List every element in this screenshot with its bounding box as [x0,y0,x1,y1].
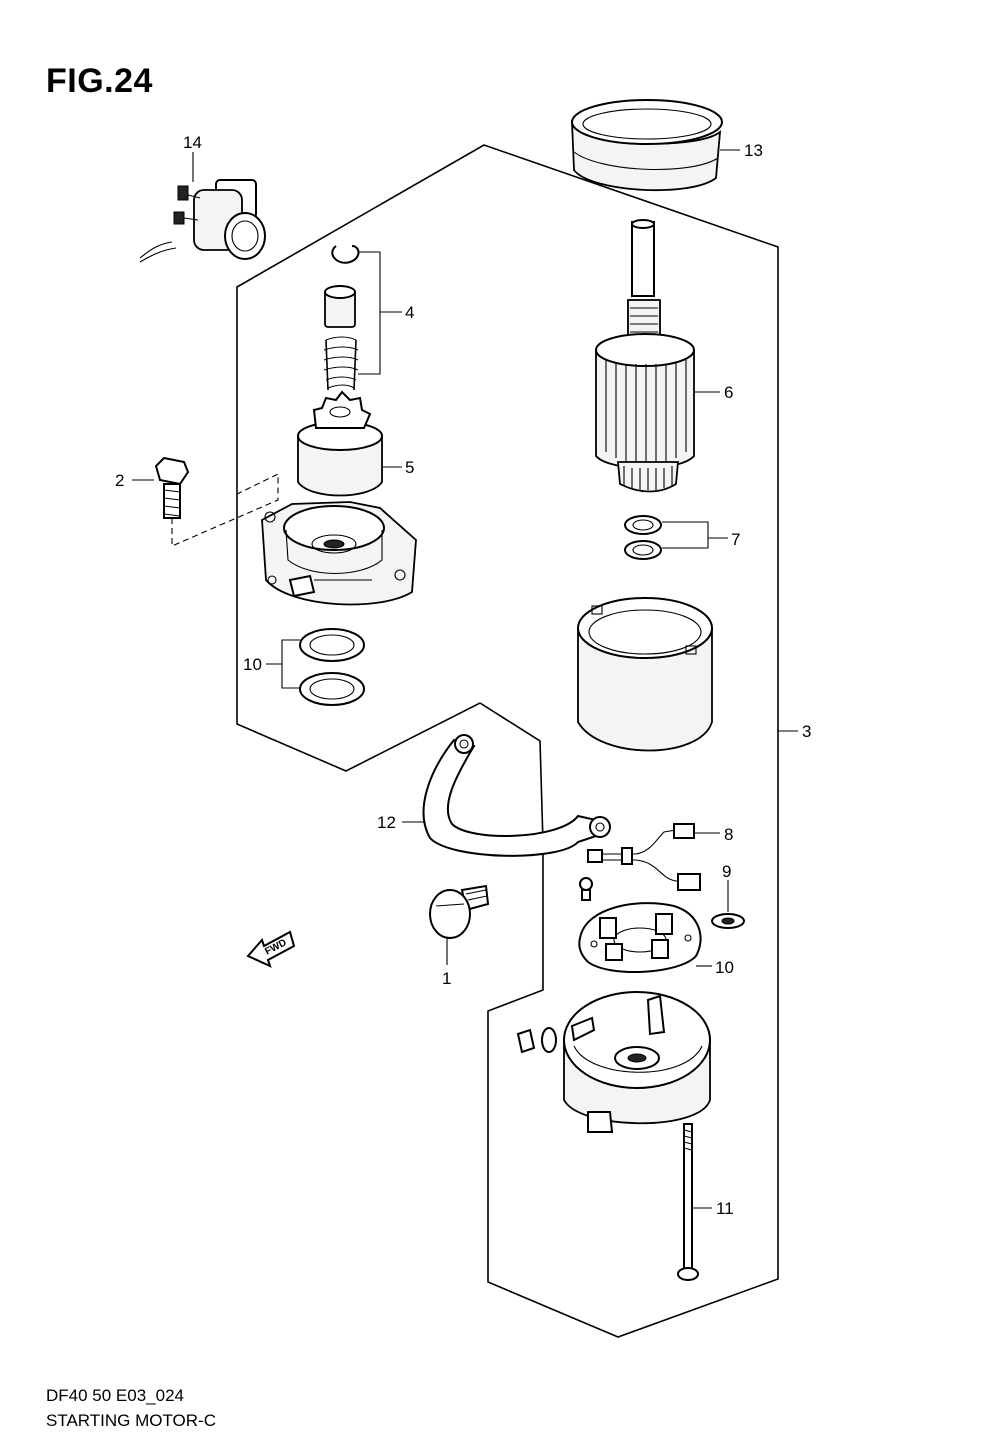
part-1-bolt [429,884,490,939]
callout-12: 12 [377,813,396,832]
callout-10-upper: 10 [243,655,262,674]
yoke-field-frame [577,597,713,752]
callout-11: 11 [716,1199,734,1218]
part-6-armature [595,219,695,493]
part-12-bracket [422,734,611,857]
callout-6: 6 [724,383,733,402]
small-screw [579,877,593,901]
callout-8: 8 [724,825,733,844]
part-13-ring [571,99,723,192]
part-10-washers-upper [299,628,365,706]
fwd-arrow-icon: FWD [246,930,296,968]
part-9-bearing [711,913,745,929]
callout-10-lower: 10 [715,958,734,977]
callout-3: 3 [802,722,811,741]
callout-4: 4 [405,303,414,322]
callout-1: 1 [442,969,451,988]
figure-title: FIG.24 [46,62,153,100]
part-8-brush-set [587,823,701,891]
part-14-solenoid [139,179,266,263]
callout-13: 13 [744,141,763,160]
figure-code: DF40 50 E03_024 [46,1386,184,1405]
part-10-brush-holder [578,902,702,974]
assembly-outline [236,144,779,1338]
callout-2: 2 [115,471,124,490]
part-5-pinion-clutch [297,390,383,497]
callout-14: 14 [183,133,202,152]
part-11-through-bolt [677,1123,699,1281]
figure-name: STARTING MOTOR-C [46,1411,216,1430]
commutator-end-cover [563,991,711,1133]
part-7-washers [624,515,662,560]
callout-9: 9 [722,862,731,881]
callout-5: 5 [405,458,414,477]
callout-7: 7 [731,530,740,549]
part-2-bolt [154,456,190,519]
drive-end-housing [261,501,417,606]
part-4-pinion-stopper-set [323,245,360,391]
nut-and-washer [516,1027,557,1054]
